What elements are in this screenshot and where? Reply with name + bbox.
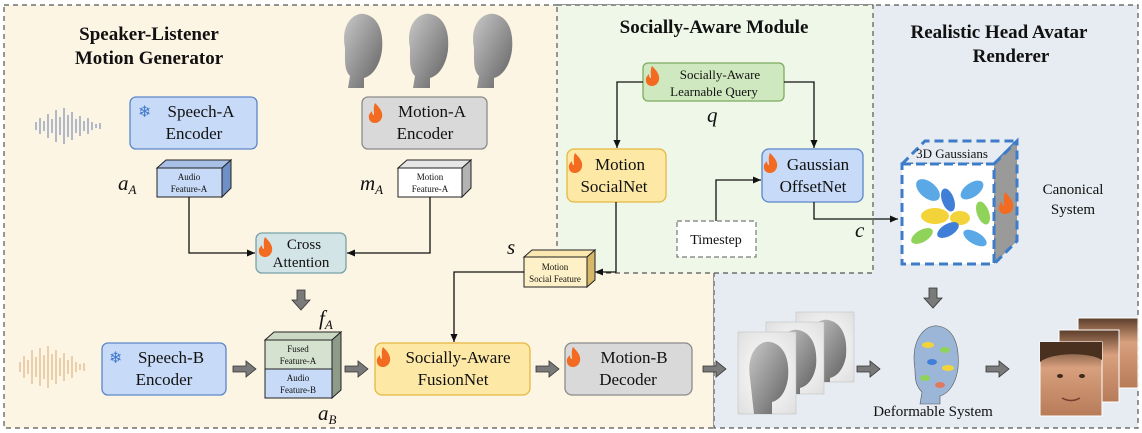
motion-feature-a-label-2: Feature-A (412, 184, 449, 194)
connector (595, 202, 617, 276)
canonical-label-1: Canonical (1043, 182, 1104, 198)
audio-feature-a-label-2: Feature-A (171, 184, 208, 194)
connector (715, 176, 761, 221)
connector (813, 202, 898, 223)
speech-a-label-2: Encoder (166, 124, 223, 143)
section-title-renderer-1: Realistic Head Avatar (911, 22, 1089, 43)
flow-arrow (702, 360, 727, 378)
speech-a-label-1: Speech-A (167, 102, 235, 121)
fused-feature-a-label-1: Fused (287, 344, 309, 354)
snowflake-icon: ❄ (138, 102, 151, 121)
flame-icon (258, 237, 273, 257)
speech-b-label-2: Encoder (136, 370, 193, 389)
fused-feature-stack (263, 330, 343, 400)
timestep-label: Timestep (690, 233, 742, 248)
flame-icon (998, 192, 1014, 214)
symbol-a-A: aA (118, 171, 137, 197)
symbol-q: q (707, 103, 718, 127)
face-photo-icon (1039, 317, 1139, 417)
connector (784, 81, 818, 148)
motion-b-label-2: Decoder (599, 370, 657, 389)
offsetnet-label-2: OffsetNet (780, 177, 847, 196)
waveform-icon (19, 346, 85, 388)
audio-feature-b-label-2: Feature-B (280, 385, 316, 395)
gaussians-label: 3D Gaussians (916, 146, 988, 161)
speech-b-encoder (101, 342, 227, 396)
section-title-generator-2: Motion Generator (75, 48, 224, 69)
connector (450, 271, 524, 342)
speech-a-encoder (129, 96, 258, 150)
symbol-c: c (855, 218, 865, 242)
flow-arrow (856, 360, 881, 378)
motion-b-label-1: Motion-B (600, 348, 667, 367)
social-feature-label-2: Social Feature (529, 274, 581, 284)
fusion-net-label-1: Socially-Aware (405, 348, 510, 367)
flame-icon (376, 347, 391, 367)
flow-arrow (344, 360, 369, 378)
offsetnet-label-1: Gaussian (787, 155, 850, 174)
fused-feature-a-label-2: Feature-A (280, 356, 317, 366)
canonical-label-2: System (1051, 202, 1096, 218)
cross-attention-block (255, 232, 347, 274)
deformable-label: Deformable System (873, 404, 993, 420)
audio-feature-b-label-1: Audio (287, 373, 310, 383)
query-label-1: Socially-Aware (680, 67, 761, 82)
social-feature-cube (522, 248, 597, 289)
flame-icon (566, 347, 581, 367)
connector (188, 197, 255, 257)
motion-a-encoder (361, 96, 488, 150)
snowflake-icon: ❄ (109, 348, 122, 367)
connector (613, 81, 643, 148)
flow-arrow (232, 360, 257, 378)
cross-attention-label-1: Cross (287, 237, 321, 253)
symbol-f-A: fA (319, 306, 333, 332)
section-title-generator-1: Speaker-Listener (79, 24, 219, 45)
socialnet-label-2: SocialNet (580, 177, 647, 196)
flow-arrow (291, 289, 311, 311)
flow-arrow (535, 360, 560, 378)
fusion-net-block (374, 342, 531, 396)
gaussian-offsetnet-block (761, 148, 864, 203)
waveform-icon (35, 108, 101, 144)
flame-icon (368, 103, 383, 123)
audio-feature-a-cube (155, 158, 233, 199)
cross-attention-label-2: Attention (273, 255, 330, 271)
head-mesh-icon (344, 13, 513, 88)
section-title-renderer-2: Renderer (973, 46, 1050, 67)
socialnet-label-1: Motion (595, 155, 646, 174)
symbol-s: s (507, 235, 515, 259)
speech-b-label-1: Speech-B (138, 348, 204, 367)
motion-feature-a-cube (396, 158, 473, 199)
flame-icon (763, 153, 778, 173)
symbol-m-A: mA (360, 171, 383, 197)
motion-b-decoder (564, 342, 693, 396)
flame-icon (568, 153, 583, 173)
connector (347, 197, 431, 257)
motion-a-label-1: Motion-A (398, 102, 467, 121)
audio-feature-a-label-1: Audio (178, 172, 201, 182)
gaussian-blob-icon (911, 179, 990, 247)
head-mesh-icon (737, 311, 855, 415)
symbol-a-B: aB (318, 401, 337, 427)
flow-arrow (985, 360, 1010, 378)
timestep-block (676, 220, 757, 258)
social-feature-label-1: Motion (542, 262, 569, 272)
motion-feature-a-label-1: Motion (417, 172, 444, 182)
fusion-net-label-2: FusionNet (418, 370, 489, 389)
query-label-2: Learnable Query (670, 84, 758, 99)
flame-icon (645, 66, 660, 86)
motion-a-label-2: Encoder (397, 124, 454, 143)
deformable-head-icon (913, 325, 959, 405)
flow-arrow (923, 287, 943, 309)
section-title-social: Socially-Aware Module (620, 17, 809, 38)
